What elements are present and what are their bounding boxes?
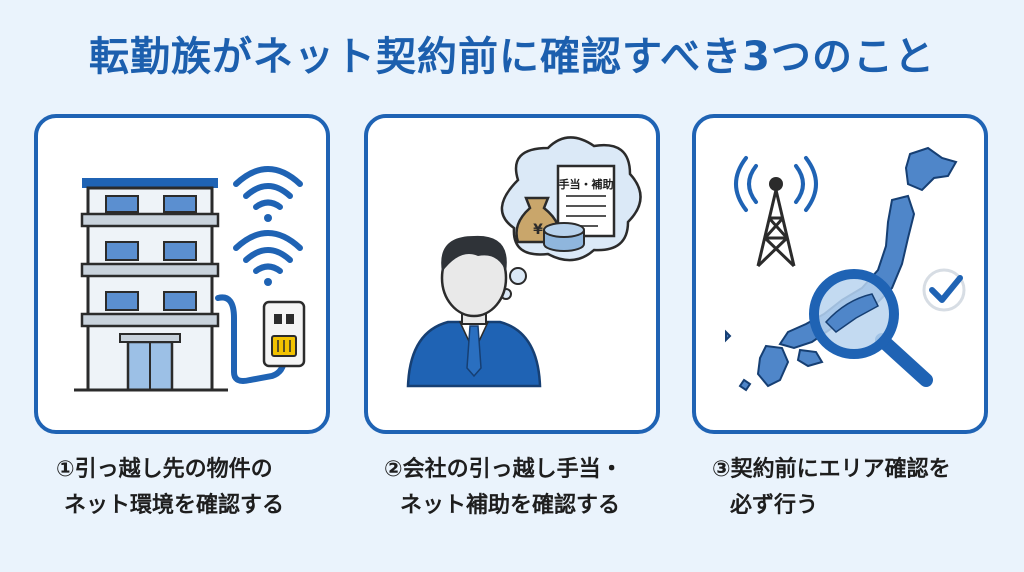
caption-3-line1: ③契約前にエリア確認を <box>712 457 951 482</box>
wifi-icon <box>233 166 303 222</box>
caption-1: ①引っ越し先の物件の ネット環境を確認する <box>56 452 366 524</box>
card-company-allowance: 手当・補助 ¥ <box>364 114 660 434</box>
bubble-text: 手当・補助 <box>559 177 614 191</box>
apartment-building-icon <box>74 178 228 392</box>
caption-2: ②会社の引っ越し手当・ ネット補助を確認する <box>384 452 694 524</box>
caption-1-line1: ①引っ越し先の物件の <box>56 457 273 482</box>
caption-2-line1: ②会社の引っ越し手当・ <box>384 457 623 482</box>
magnifier-icon <box>809 269 933 387</box>
lan-outlet-icon <box>262 300 306 368</box>
card-property-network <box>34 114 330 434</box>
wifi-icon <box>233 230 303 286</box>
businessman-illustration: 手当・補助 ¥ <box>406 136 642 388</box>
building-illustration <box>74 166 306 392</box>
caption-1-line2: ネット環境を確認する <box>64 493 285 518</box>
card-area-check <box>692 114 988 434</box>
caption-2-line2: ネット補助を確認する <box>400 493 621 518</box>
antenna-tower-icon <box>734 156 818 268</box>
yen-symbol: ¥ <box>533 222 543 238</box>
lan-cable-icon <box>215 294 287 384</box>
coins-icon <box>543 222 585 252</box>
page-title: 転勤族がネット契約前に確認すべき3つのこと <box>88 34 936 80</box>
check-icon <box>922 268 966 312</box>
caption-3-line2: 必ず行う <box>730 493 819 518</box>
area-check-illustration <box>725 146 966 392</box>
caption-3: ③契約前にエリア確認を 必ず行う <box>712 452 1022 524</box>
businessman-icon <box>406 235 542 388</box>
